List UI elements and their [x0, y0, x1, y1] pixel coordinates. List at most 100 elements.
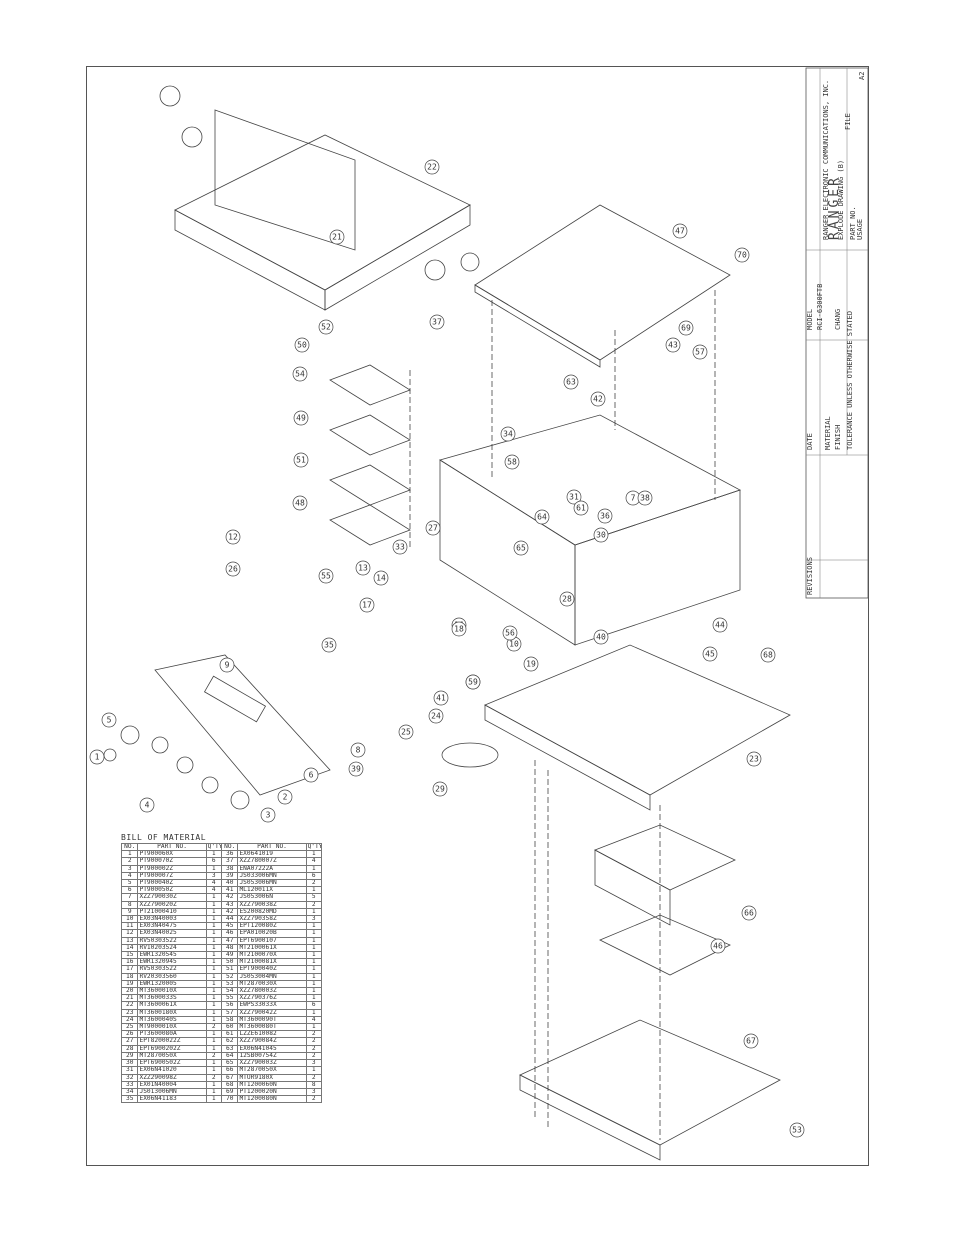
- bom-cell: 1: [205, 1095, 222, 1104]
- bom-cell: 2: [205, 1023, 222, 1032]
- bom-cell: 1: [205, 965, 222, 974]
- bom-cell: 65: [220, 1059, 239, 1068]
- board-48: [329, 504, 411, 546]
- bom-cell: 1: [205, 1037, 222, 1046]
- callout-circle: [590, 391, 606, 407]
- psu-box-front: [594, 849, 671, 926]
- bom-cell: 47: [220, 936, 239, 945]
- callout-number: 70: [737, 251, 747, 260]
- callout-number: 45: [705, 650, 715, 659]
- bom-cell: XZZ790376Z: [237, 994, 307, 1003]
- callout-bubble: 64: [534, 509, 550, 525]
- bom-cell: 1: [305, 850, 323, 859]
- callout-circle: [318, 568, 334, 584]
- bom-cell: 1: [305, 1066, 323, 1075]
- callout-circle: [692, 344, 708, 360]
- callout-circle: [260, 807, 276, 823]
- callout-number: 36: [600, 512, 610, 521]
- callout-circle: [672, 223, 688, 239]
- bom-cell: 20: [120, 987, 139, 996]
- callout-number: 48: [295, 499, 305, 508]
- callout-number: 14: [376, 574, 386, 583]
- bom-cell: 1: [205, 979, 222, 989]
- callout-bubble: 65: [513, 540, 529, 556]
- callout-number: 29: [435, 785, 445, 794]
- bom-cell: 48: [220, 943, 239, 953]
- bom-cell: EPA010020B: [237, 929, 307, 938]
- bom-cell: 1: [120, 850, 139, 859]
- knob-d: [230, 790, 250, 810]
- callout-circle: [566, 489, 582, 505]
- bom-cell: EX01N40004: [137, 1080, 207, 1089]
- callout-number: 34: [503, 430, 513, 439]
- callout-number: 7: [631, 494, 636, 503]
- bom-cell: MT2100070X: [237, 951, 307, 960]
- bom-cell: 6: [305, 1001, 323, 1010]
- bom-cell: 2: [120, 857, 139, 866]
- bom-cell: 53: [220, 979, 239, 989]
- callout-bubble: 63: [563, 374, 579, 390]
- bom-cell: EWR1320545: [137, 951, 207, 960]
- callout-number: 42: [593, 395, 603, 404]
- callout-number: 49: [296, 414, 306, 423]
- bom-cell: 36: [220, 850, 239, 859]
- bom-cell: 9: [120, 907, 139, 917]
- callout-circle: [500, 426, 516, 442]
- callout-circle: [465, 674, 481, 690]
- callout-circle: [559, 591, 575, 607]
- bom-cell: 1: [205, 1015, 222, 1025]
- bom-cell: 69: [220, 1087, 239, 1097]
- bom-cell: 17: [120, 965, 139, 974]
- bom-cell: 8: [120, 900, 139, 909]
- callout-bubble: 19: [523, 656, 539, 672]
- callout-circle: [303, 767, 319, 783]
- bom-header-cell: PART NO.: [237, 842, 307, 852]
- bom-cell: 1: [305, 907, 323, 917]
- callout-bubble: 1: [89, 749, 105, 765]
- callout-bubble: 45: [702, 646, 718, 662]
- callout-circle: [741, 905, 757, 921]
- bom-cell: 1: [205, 1044, 222, 1053]
- board-49: [329, 414, 411, 456]
- callout-number: 21: [332, 233, 342, 242]
- bom-cell: EPT6900502Z: [137, 1059, 207, 1068]
- bom-cell: 35: [120, 1095, 139, 1104]
- callout-number: 35: [324, 641, 334, 650]
- bom-cell: XZZ790042Z: [237, 1008, 307, 1017]
- callout-number: 51: [296, 456, 306, 465]
- model-number: RCI-6300FTB: [816, 284, 824, 330]
- callout-circle: [225, 561, 241, 577]
- bom-cell: 8: [305, 1080, 323, 1089]
- callout-layer: 1234567891012131416171819202122232425262…: [89, 159, 805, 1138]
- bom-cell: 1: [205, 943, 222, 953]
- callout-bubble: 38: [637, 490, 653, 506]
- bom-cell: 2: [305, 1044, 323, 1053]
- callout-number: 37: [432, 318, 442, 327]
- bom-cell: 37: [220, 857, 239, 866]
- bom-cell: EWPS33033X: [237, 1001, 307, 1010]
- callout-number: 55: [321, 572, 331, 581]
- callout-number: 38: [640, 494, 650, 503]
- bom-header-cell: Q'TY: [205, 842, 222, 852]
- bom-cell: 1: [305, 936, 323, 945]
- bom-cell: ENA07222A: [237, 864, 307, 873]
- callout-bubble: 6: [303, 767, 319, 783]
- callout-circle: [760, 647, 776, 663]
- callout-bubble: 5: [101, 712, 117, 728]
- bom-cell: 54: [220, 987, 239, 996]
- callout-bubble: 14: [373, 570, 389, 586]
- callout-circle: [504, 454, 520, 470]
- callout-bubble: 13: [355, 560, 371, 576]
- callout-circle: [348, 761, 364, 777]
- callout-bubble: 35: [321, 637, 337, 653]
- bom-cell: 42: [220, 893, 239, 902]
- bom-cell: EX06N41183: [137, 1095, 207, 1104]
- callout-circle: [451, 621, 467, 637]
- bracket: [214, 109, 356, 251]
- bom-cell: 1: [305, 1008, 323, 1017]
